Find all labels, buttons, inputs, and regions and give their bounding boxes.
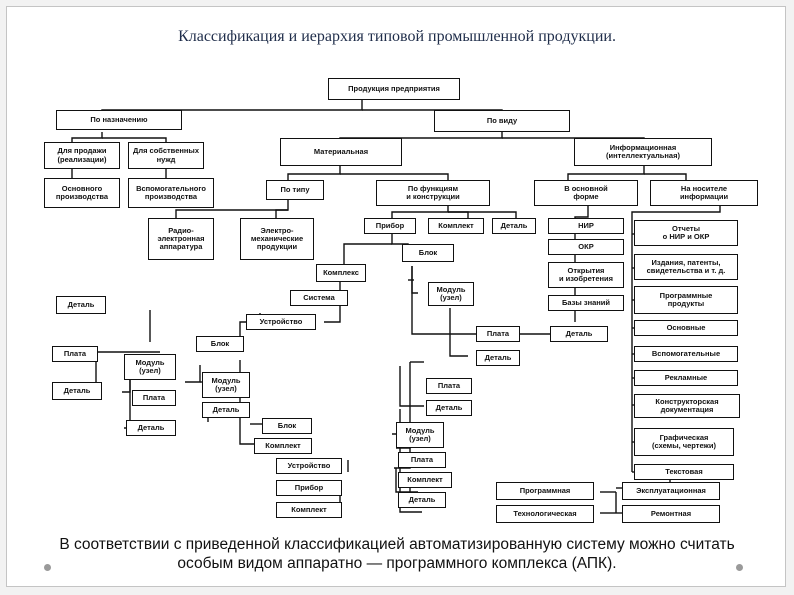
node-doc-adv: Рекламные xyxy=(634,370,738,386)
node-detal-far: Деталь xyxy=(550,326,608,342)
node-main-production: Основного производства xyxy=(44,178,120,208)
node-reports: Отчеты о НИР и ОКР xyxy=(634,220,738,246)
node-repair: Ремонтная xyxy=(622,505,720,523)
node-ustroystvo: Устройство xyxy=(246,314,316,330)
node-blok-low: Блок xyxy=(262,418,312,434)
node-ustroystvo-low: Устройство xyxy=(276,458,342,474)
node-okr: ОКР xyxy=(548,239,624,255)
node-plata-c1: Плата xyxy=(426,378,472,394)
node-doc-main: Основные xyxy=(634,320,738,336)
node-root: Продукция предприятия xyxy=(328,78,460,100)
node-form: По виду xyxy=(434,110,570,132)
node-plata-left2: Плата xyxy=(132,390,176,406)
node-doc-aux: Вспомогательные xyxy=(634,346,738,362)
node-media: На носителе информации xyxy=(650,180,758,206)
node-komplekt-low: Комплект xyxy=(254,438,312,454)
node-electro: Электро- механические продукции xyxy=(240,218,314,260)
node-pribor: Прибор xyxy=(364,218,416,234)
node-own: Для собственных нужд xyxy=(128,142,204,169)
node-prog: Программная xyxy=(496,482,594,500)
node-komplekt: Комплект xyxy=(428,218,484,234)
node-software: Программные продукты xyxy=(634,286,738,314)
node-basic-form: В основной форме xyxy=(534,180,638,206)
node-sistema: Система xyxy=(290,290,348,306)
node-plata-right: Плата xyxy=(476,326,520,342)
node-blok-right: Блок xyxy=(402,244,454,262)
node-tech: Технологическая xyxy=(496,505,594,523)
bullet-dot-left xyxy=(44,564,51,571)
node-material: Материальная xyxy=(280,138,402,166)
node-info: Информационная (интеллектуальная) xyxy=(574,138,712,166)
node-patents: Издания, патенты, свидетельства и т. д. xyxy=(634,254,738,280)
node-module-left: Модуль (узел) xyxy=(124,354,176,380)
node-detal-left2: Деталь xyxy=(52,382,102,400)
node-detal-top: Деталь xyxy=(492,218,536,234)
node-radio: Радио- электронная аппаратура xyxy=(148,218,214,260)
node-module-right: Модуль (узел) xyxy=(428,282,474,306)
node-doc-text: Текстовая xyxy=(634,464,734,480)
node-module-low: Модуль (узел) xyxy=(396,422,444,448)
node-by-type: По типу xyxy=(266,180,324,200)
node-detal-left3: Деталь xyxy=(126,420,176,436)
node-doc-design: Конструкторская документация xyxy=(634,394,740,418)
node-exploit: Эксплуатационная xyxy=(622,482,720,500)
node-knowledge-bases: Базы знаний xyxy=(548,295,624,311)
node-module-mid: Модуль (узел) xyxy=(202,372,250,398)
node-aux-production: Вспомогательного производства xyxy=(128,178,214,208)
node-komplekt-low3: Комплект xyxy=(398,472,452,488)
node-kompleks: Комплекс xyxy=(316,264,366,282)
node-nir: НИР xyxy=(548,218,624,234)
node-sale: Для продажи (реализации) xyxy=(44,142,120,169)
node-detal-low: Деталь xyxy=(398,492,446,508)
node-pribor-low: Прибор xyxy=(276,480,342,496)
node-detal-left: Деталь xyxy=(56,296,106,314)
caption-text: В соответствии с приведенной классификац… xyxy=(59,536,735,572)
node-plata-low: Плата xyxy=(398,452,446,468)
node-inventions: Открытия и изобретения xyxy=(548,262,624,288)
node-detal-right: Деталь xyxy=(476,350,520,366)
node-by-function: По функциям и конструкции xyxy=(376,180,490,206)
node-doc-graphic: Графическая (схемы, чертежи) xyxy=(634,428,734,456)
node-detal-mid: Деталь xyxy=(202,402,250,418)
bullet-dot-right xyxy=(736,564,743,571)
node-purpose: По назначению xyxy=(56,110,182,130)
node-blok-mid: Блок xyxy=(196,336,244,352)
hierarchy-diagram: Продукция предприятия По назначению По в… xyxy=(40,72,766,524)
slide-title: Классификация и иерархия типовой промышл… xyxy=(178,28,616,45)
node-komplekt-low2: Комплект xyxy=(276,502,342,518)
node-detal-c1: Деталь xyxy=(426,400,472,416)
node-plata-left: Плата xyxy=(52,346,98,362)
